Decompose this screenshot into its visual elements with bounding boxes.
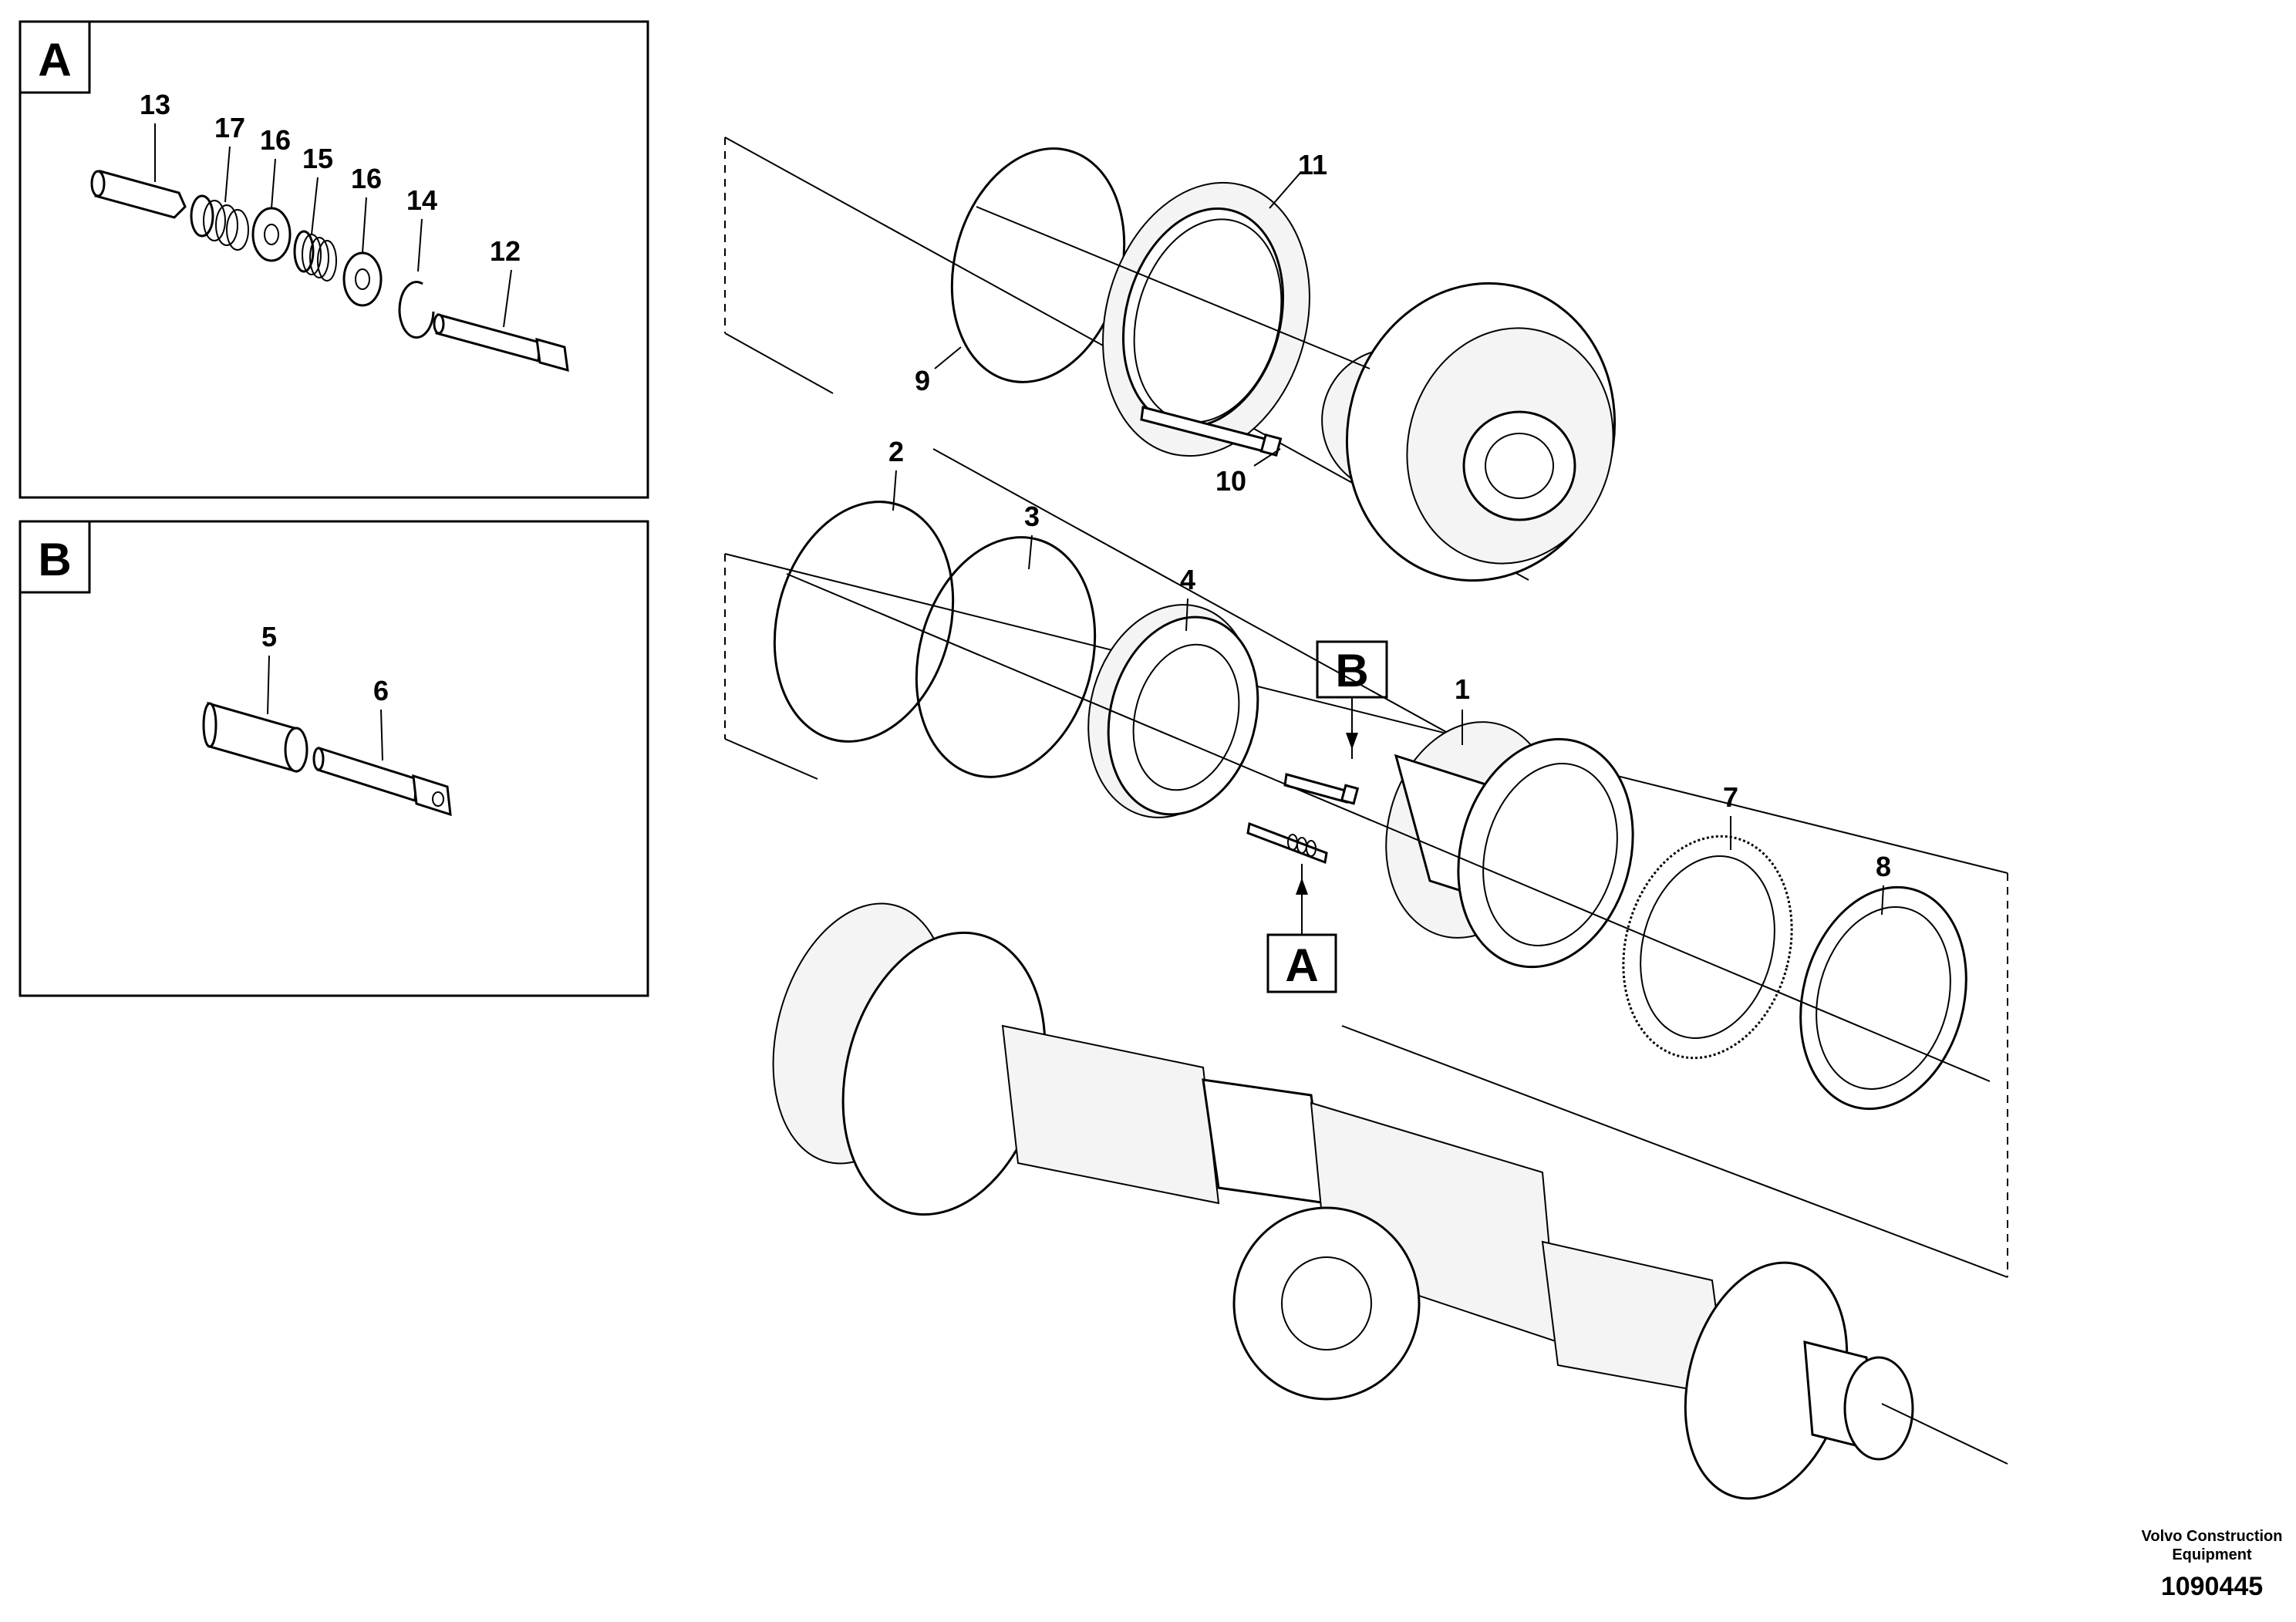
detail-marker-b-letter: B	[1335, 645, 1368, 696]
part-1-brake-housing	[1385, 721, 1634, 969]
callout-1: 1	[1455, 673, 1470, 705]
lower-assembly-envelope	[724, 553, 2008, 1278]
part-12-screw	[433, 313, 569, 373]
callout-11: 11	[1298, 149, 1327, 180]
callout-4: 4	[1180, 564, 1195, 595]
part-pin-assembly-a	[1246, 821, 1328, 865]
part-3-o-ring	[915, 536, 1097, 778]
detail-marker-a: A	[1266, 864, 1337, 993]
part-11-flange	[1102, 181, 1310, 457]
callout-16-right: 16	[351, 163, 382, 194]
callout-9: 9	[915, 365, 930, 396]
credit-line-2: Equipment	[2172, 1546, 2252, 1563]
part-6-screw	[312, 746, 452, 817]
part-pin-assembly-b	[1283, 773, 1360, 805]
part-16-washer-left	[251, 207, 292, 262]
callout-14: 14	[406, 184, 437, 216]
callout-6: 6	[373, 675, 389, 706]
callout-5: 5	[261, 621, 277, 653]
panel-a-letter: A	[38, 34, 71, 86]
callout-13: 13	[140, 89, 170, 120]
part-15-spring	[293, 230, 337, 282]
upper-centre-line	[976, 206, 1371, 369]
part-10-screw	[1140, 406, 1283, 457]
detail-marker-a-letter: A	[1285, 939, 1318, 991]
detail-panel-a: A	[19, 20, 649, 499]
detail-marker-b: B	[1316, 640, 1388, 759]
part-17-spring	[190, 194, 249, 251]
axle-centre-line	[1881, 1403, 2008, 1465]
part-7-friction-disc	[1622, 835, 1793, 1060]
callout-10: 10	[1215, 465, 1246, 497]
callout-7: 7	[1723, 781, 1738, 813]
part-4-piston	[1087, 604, 1259, 818]
callout-15: 15	[302, 143, 333, 174]
part-16-washer-right	[342, 251, 383, 307]
part-14-retaining-ring	[398, 281, 435, 339]
callout-17: 17	[214, 112, 245, 143]
panel-b-letter: B	[38, 534, 71, 585]
part-2-o-ring	[773, 501, 955, 743]
axle-assembly	[772, 902, 1914, 1500]
hub-housing	[1321, 282, 1617, 582]
callout-2: 2	[888, 436, 904, 467]
callout-3: 3	[1024, 501, 1040, 532]
part-13-pin	[90, 170, 187, 219]
callout-12: 12	[490, 235, 521, 267]
part-8-steel-plate	[1799, 885, 1967, 1111]
callout-8: 8	[1876, 851, 1891, 882]
panel-a-letter-box	[19, 20, 91, 94]
credit-line-1: Volvo Construction	[2142, 1528, 2283, 1545]
lower-centre-line	[786, 573, 1991, 1082]
panel-b-letter-box	[19, 520, 91, 594]
callout-16-left: 16	[260, 124, 291, 156]
document-number: 1090445	[2161, 1572, 2263, 1601]
detail-panel-b: B 5 6	[19, 520, 649, 997]
part-5-sleeve	[202, 701, 308, 774]
